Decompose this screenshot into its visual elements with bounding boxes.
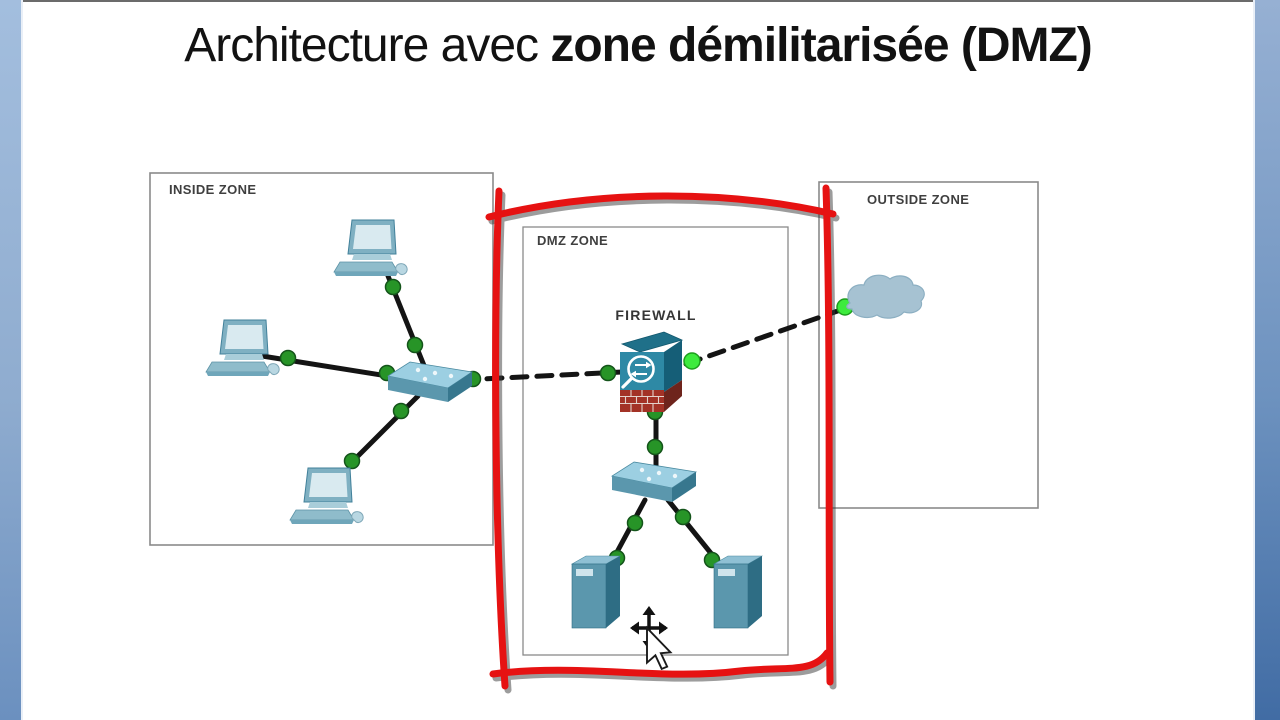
move-cursor-icon: [626, 602, 673, 671]
network-link: [665, 497, 721, 565]
link-status-dot: [406, 336, 424, 354]
inside-zone-label: INSIDE ZONE: [169, 182, 257, 197]
firewall-label: FIREWALL: [615, 307, 697, 323]
outside-zone-label: OUTSIDE ZONE: [867, 192, 970, 207]
link-status-dot: [343, 452, 361, 470]
server-icon: [713, 555, 763, 629]
dmz-highlight-annotation: [485, 184, 840, 694]
server-icon: [571, 555, 621, 629]
slide-title: Architecture avec zone démilitarisée (DM…: [23, 18, 1253, 73]
slide-title-emphasis: zone démilitarisée (DMZ): [550, 19, 1092, 72]
link-status-dot: [626, 514, 644, 532]
link-status-dot: [599, 364, 617, 382]
link-status-dot: [384, 278, 402, 296]
link-status-dot-active: [683, 352, 701, 370]
link-status-dot: [392, 402, 410, 420]
link-status-dots: [279, 278, 854, 569]
devices: [205, 219, 925, 629]
magnifier-arrows-glyph: [621, 355, 655, 389]
slide-edge-strip-left: [0, 0, 23, 720]
link-status-dot: [674, 508, 692, 526]
top-hairline: [23, 0, 1253, 2]
cloud-icon: [846, 274, 925, 319]
link-status-dot: [279, 349, 297, 367]
annotation-stroke: [485, 184, 837, 690]
outside-zone-box: [818, 181, 1039, 509]
dmz-zone-label: DMZ ZONE: [537, 233, 609, 248]
link-status-dot: [646, 438, 664, 456]
slide-title-prefix: Architecture avec: [184, 19, 551, 72]
network-link-dashed: [683, 303, 855, 367]
pointer-arrow-icon: [646, 625, 673, 671]
slide-edge-strip-right: [1253, 0, 1280, 720]
network-link-dashed: [459, 369, 625, 383]
firewall-icon: [620, 331, 684, 412]
